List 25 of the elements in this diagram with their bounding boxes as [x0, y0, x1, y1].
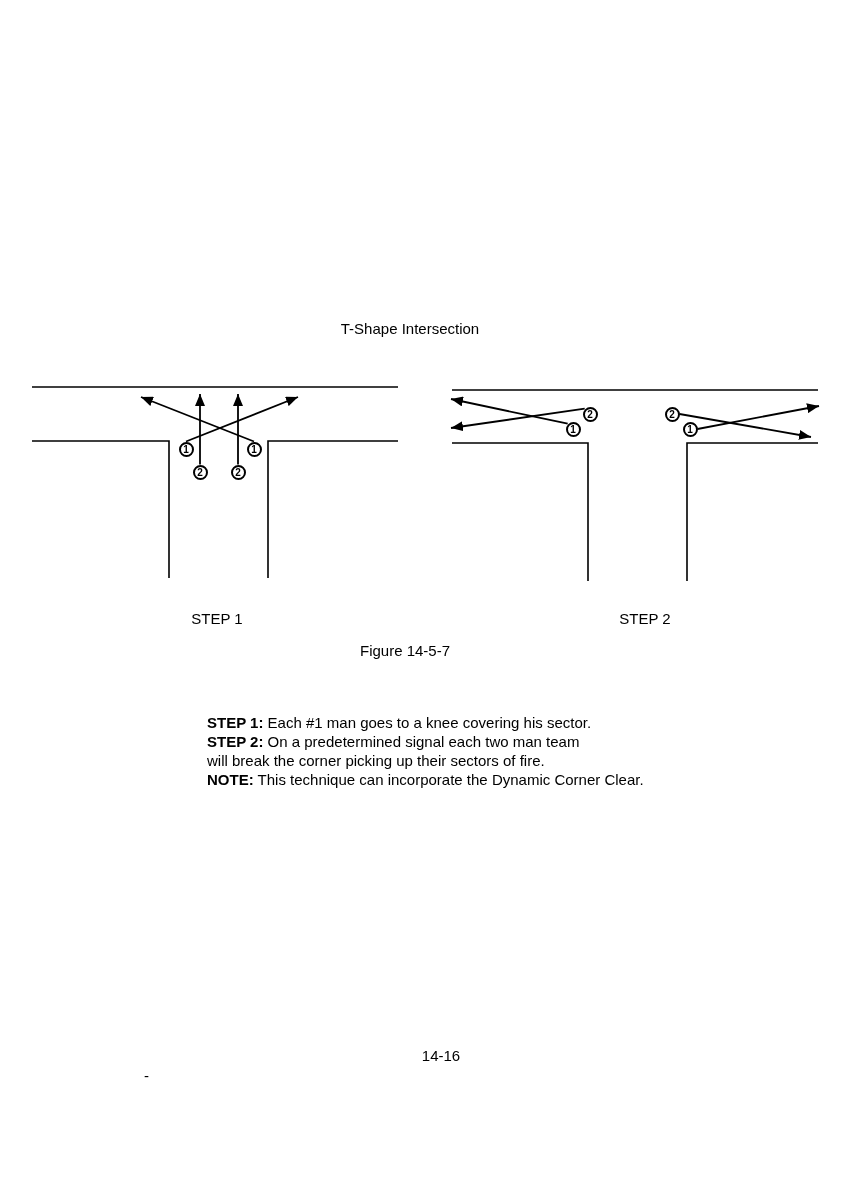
numbered-circle: 2	[664, 406, 680, 422]
figure-caption: Figure 14-5-7	[360, 642, 450, 659]
numbered-circle: 1	[178, 441, 194, 457]
step-label: STEP 1	[191, 610, 243, 627]
numbered-circle: 2	[192, 464, 208, 480]
step-label: STEP 2	[619, 610, 671, 627]
numbered-circle: 2	[230, 464, 246, 480]
numbered-circle: 2	[582, 406, 598, 422]
numbered-circle: 1	[246, 441, 262, 457]
instruction-text: STEP 1: Each #1 man goes to a knee covering his sector.	[207, 713, 592, 732]
arrow	[140, 396, 255, 443]
arrow	[185, 396, 299, 443]
instruction-text: STEP 2: On a predetermined signal each two man team will break the corner picking up their sectors of fire.	[207, 732, 581, 770]
page-number: 14-16	[421, 1047, 461, 1064]
numbered-circle: 1	[682, 421, 698, 437]
note-text: NOTE: This technique can incorporate the Dynamic Corner Clear.	[207, 770, 644, 789]
dash-mark: -	[144, 1067, 149, 1084]
arrow	[233, 393, 243, 466]
numbered-circle: 1	[565, 421, 581, 437]
arrow	[195, 393, 205, 466]
arrow	[678, 413, 812, 440]
diagram-title: T-Shape Intersection	[340, 320, 480, 337]
arrow	[450, 396, 569, 425]
arrow	[696, 403, 820, 430]
arrow	[450, 407, 586, 432]
